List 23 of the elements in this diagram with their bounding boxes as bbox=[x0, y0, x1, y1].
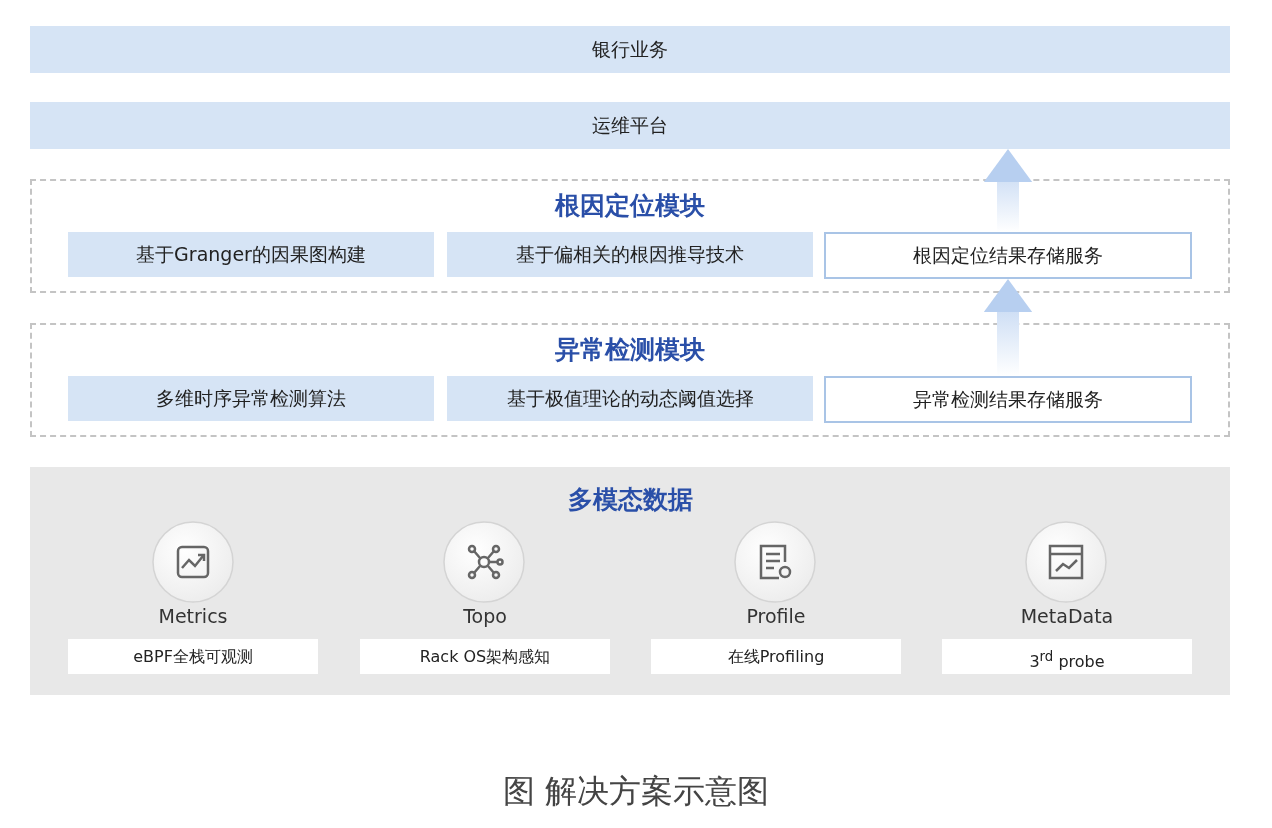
source-box: 3$^{rd}$ probe bbox=[942, 639, 1192, 674]
source-box: 在线Profiling bbox=[651, 639, 901, 674]
service-box: 根因定位结果存储服务 bbox=[824, 232, 1192, 279]
data-type-label: Topo bbox=[462, 605, 508, 627]
module-box: 基于极值理论的动态阈值选择 bbox=[447, 376, 813, 421]
module-title: 根因定位模块 bbox=[553, 190, 706, 222]
module-box: 基于偏相关的根因推导技术 bbox=[447, 232, 813, 277]
module-group bbox=[30, 179, 1230, 293]
layer-band: 运维平台 bbox=[30, 102, 1230, 149]
module-title: 异常检测模块 bbox=[554, 334, 706, 366]
data-type-label: Profile bbox=[745, 605, 807, 627]
data-type-label: MetaData bbox=[1019, 605, 1115, 627]
data-type-label: Metrics bbox=[157, 605, 229, 627]
module-box: 基于Granger的因果图构建 bbox=[68, 232, 434, 277]
caption: 图 解决方案示意图 bbox=[501, 771, 771, 812]
source-box: eBPF全栈可观测 bbox=[68, 639, 318, 674]
source-box: Rack OS架构感知 bbox=[360, 639, 610, 674]
layer-band: 银行业务 bbox=[30, 26, 1230, 73]
module-box: 多维时序异常检测算法 bbox=[68, 376, 434, 421]
module-title: 多模态数据 bbox=[566, 484, 694, 516]
service-box: 异常检测结果存储服务 bbox=[824, 376, 1192, 423]
module-group bbox=[30, 323, 1230, 437]
data-panel bbox=[30, 467, 1230, 695]
